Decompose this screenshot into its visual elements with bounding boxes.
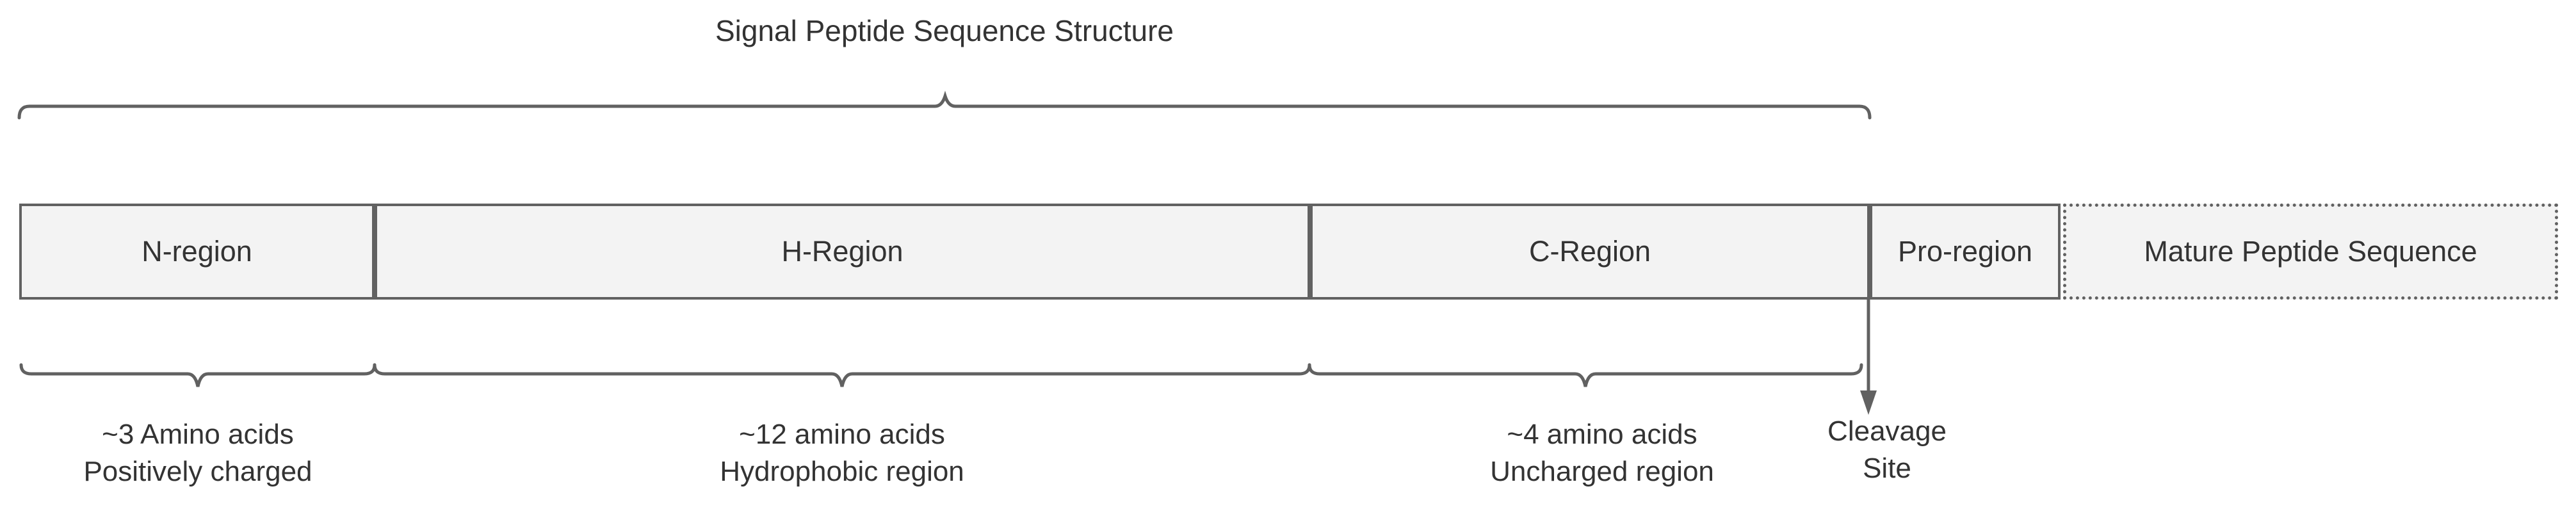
signal-peptide-brace-icon	[17, 90, 1872, 120]
region-box-c: C-Region	[1310, 204, 1870, 300]
annotation-c-region: ~4 amino acids Uncharged region	[1490, 416, 1714, 490]
annotation-h-line1: ~12 amino acids	[739, 419, 945, 450]
region-label-mature-peptide: Mature Peptide Sequence	[2144, 235, 2477, 268]
annotation-c-line1: ~4 amino acids	[1507, 419, 1697, 450]
region-box-h: H-Region	[375, 204, 1310, 300]
annotation-n-line2: Positively charged	[83, 456, 312, 487]
region-label-h: H-Region	[781, 235, 903, 268]
region-box-n: N-region	[19, 204, 375, 300]
cleavage-site-line1: Cleavage	[1827, 415, 1947, 447]
region-label-pro: Pro-region	[1897, 235, 2033, 268]
annotation-h-region: ~12 amino acids Hydrophobic region	[720, 416, 964, 490]
c-region-brace-icon	[1308, 363, 1863, 387]
cleavage-site-line2: Site	[1863, 453, 1911, 484]
diagram-title: Signal Peptide Sequence Structure	[715, 14, 1174, 47]
region-box-mature-peptide: Mature Peptide Sequence	[2063, 204, 2558, 300]
region-box-pro: Pro-region	[1870, 204, 2061, 300]
annotation-c-line2: Uncharged region	[1490, 456, 1714, 487]
h-region-brace-icon	[373, 363, 1311, 387]
region-label-n: N-region	[142, 235, 252, 268]
annotation-n-line1: ~3 Amino acids	[102, 419, 294, 450]
cleavage-site-label: Cleavage Site	[1827, 413, 1947, 487]
n-region-brace-icon	[19, 363, 377, 387]
region-label-c: C-Region	[1528, 235, 1651, 268]
annotation-h-line2: Hydrophobic region	[720, 456, 964, 487]
cleavage-arrowhead-icon	[1860, 390, 1877, 415]
annotation-n-region: ~3 Amino acids Positively charged	[83, 416, 312, 490]
